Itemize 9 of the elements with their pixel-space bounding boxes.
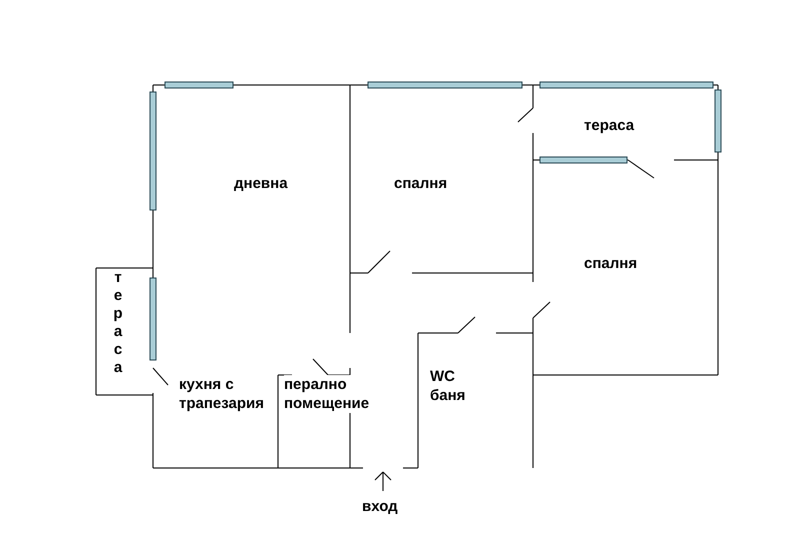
entrance-label: вход: [362, 497, 399, 516]
room-label: дневна: [234, 174, 289, 193]
room-label: спалня: [584, 254, 638, 273]
room-label: спалня: [394, 174, 448, 193]
room-label: тераса: [584, 116, 636, 135]
room-label: кухня с трапезария: [179, 375, 265, 413]
room-label: тераса: [112, 269, 124, 377]
room-label: перално помещение: [284, 375, 370, 413]
room-label: WC баня: [430, 367, 466, 405]
